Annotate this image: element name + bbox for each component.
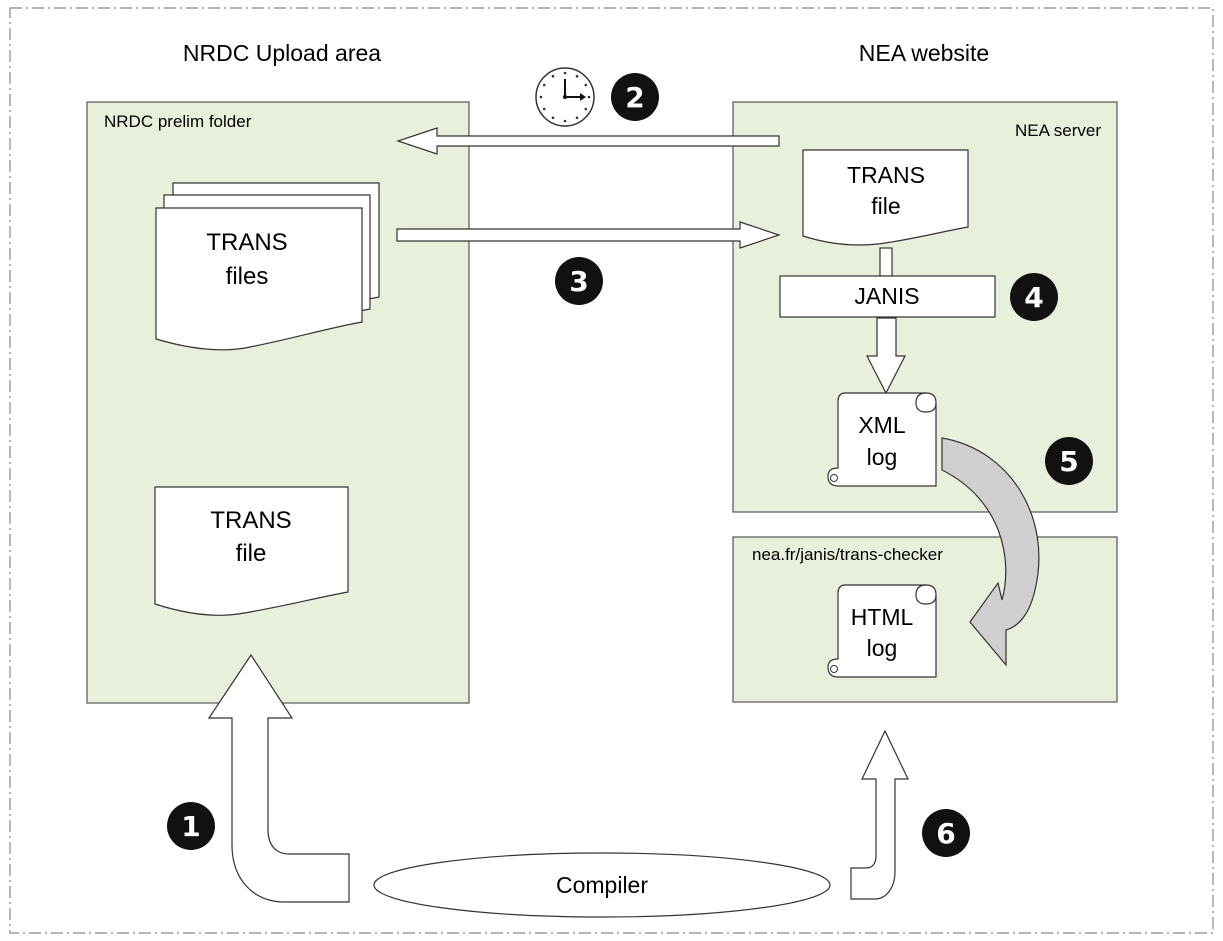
step-2-marker: 2 bbox=[611, 73, 659, 121]
step-5-marker: 5 bbox=[1045, 437, 1093, 485]
janis-process-box bbox=[779, 275, 996, 318]
html-log-line2: log bbox=[867, 635, 898, 661]
compiler-ellipse bbox=[373, 852, 831, 918]
trans-files-document-stack: TRANS files bbox=[155, 182, 380, 351]
svg-text:3: 3 bbox=[569, 265, 588, 298]
trans-file-document-server: TRANS file bbox=[802, 149, 969, 246]
janis-to-xml-arrow bbox=[866, 317, 906, 395]
outer-frame bbox=[9, 7, 1214, 934]
step-6-marker: 6 bbox=[922, 809, 970, 857]
xml-log-scroll: XML log bbox=[827, 392, 937, 487]
step-4-marker: 4 bbox=[1010, 273, 1058, 321]
step-3-marker: 3 bbox=[555, 257, 603, 305]
compiler-to-checker-arrow bbox=[850, 729, 909, 900]
janis-label: JANIS bbox=[854, 283, 919, 309]
trans-file-document-left: TRANS file bbox=[154, 486, 349, 616]
trans-file-left-line1: TRANS bbox=[210, 507, 291, 534]
clock-icon bbox=[535, 67, 595, 127]
trans-file-left-line2: file bbox=[236, 540, 267, 567]
trans-file-server-line2: file bbox=[871, 193, 900, 219]
prelim-folder-label: NRDC prelim folder bbox=[104, 112, 252, 131]
svg-text:1: 1 bbox=[181, 810, 200, 843]
html-log-scroll: HTML log bbox=[827, 584, 937, 678]
svg-text:6: 6 bbox=[936, 817, 955, 850]
compiler-to-folder-arrow bbox=[207, 653, 350, 903]
trans-files-document bbox=[155, 207, 363, 351]
trans-file-server-line1: TRANS bbox=[847, 162, 925, 188]
file-to-janis-connector bbox=[879, 247, 893, 277]
svg-text:2: 2 bbox=[625, 81, 644, 114]
server-to-folder-arrow bbox=[396, 127, 780, 155]
html-log-line1: HTML bbox=[851, 604, 914, 630]
xml-log-line1: XML bbox=[858, 412, 906, 438]
region-title-nea-website: NEA website bbox=[859, 40, 989, 66]
xml-log-line2: log bbox=[867, 444, 898, 470]
svg-text:4: 4 bbox=[1024, 281, 1043, 314]
step-1-marker: 1 bbox=[167, 802, 215, 850]
trans-files-label-line2: files bbox=[226, 263, 269, 290]
trans-checker-label: nea.fr/janis/trans-checker bbox=[752, 545, 943, 564]
trans-files-label-line1: TRANS bbox=[206, 229, 287, 256]
files-to-server-arrow bbox=[396, 221, 781, 249]
compiler-label: Compiler bbox=[556, 872, 648, 898]
svg-text:5: 5 bbox=[1059, 445, 1078, 478]
nea-server-label: NEA server bbox=[1015, 121, 1101, 140]
xml-to-html-curved-arrow bbox=[941, 437, 1040, 667]
region-title-upload-area: NRDC Upload area bbox=[183, 40, 381, 66]
